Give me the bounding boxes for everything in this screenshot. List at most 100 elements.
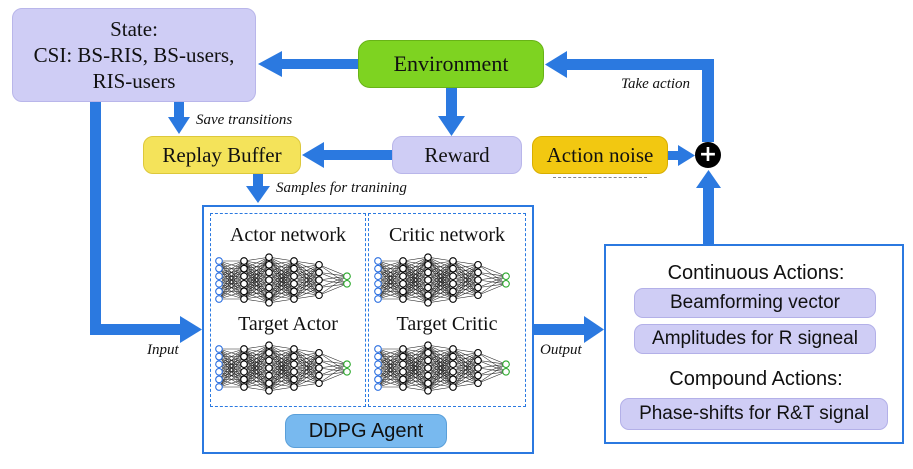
nn-neuron — [374, 375, 382, 384]
nn-neuron — [374, 360, 382, 369]
nn-connection — [452, 375, 479, 388]
nn-neuron — [374, 352, 382, 361]
nn-neuron — [265, 298, 273, 307]
nn-connection — [402, 375, 429, 388]
nn-neuron — [265, 379, 273, 388]
nn-connection — [243, 272, 270, 300]
nn-connection — [452, 367, 479, 388]
continuous-actions-title: Continuous Actions: — [667, 262, 845, 284]
nn-neuron — [343, 360, 351, 369]
nn-neuron — [265, 268, 273, 277]
nn-neuron — [449, 352, 457, 361]
nn-connection — [377, 260, 404, 285]
nn-connection — [293, 352, 320, 380]
nn-neuron — [240, 345, 248, 353]
beamforming-vector-label: Beamforming vector — [669, 292, 840, 313]
nn-connection — [427, 379, 454, 392]
nn-connection — [477, 360, 507, 365]
nn-neuron — [215, 352, 223, 361]
arrow-replay-to-agent-head — [246, 186, 270, 203]
nn-neuron — [399, 279, 407, 288]
nn-neuron — [265, 291, 273, 300]
arrow-noise-to-plus — [668, 151, 680, 160]
amplitudes-label: Amplitudes for R signeal — [652, 328, 858, 349]
nn-neuron — [399, 264, 407, 273]
nn-connection — [243, 344, 270, 350]
nn-neuron — [424, 356, 432, 365]
nn-connection — [293, 264, 320, 285]
nn-connection — [243, 386, 270, 392]
nn-neuron — [399, 295, 407, 303]
nn-connection — [452, 348, 479, 354]
reward-box: Reward — [392, 136, 522, 174]
target-critic-title: Target Critic — [396, 313, 498, 335]
nn-connection — [293, 367, 320, 388]
nn-neuron — [399, 257, 407, 265]
nn-connection — [268, 260, 295, 266]
nn-connection — [377, 348, 404, 388]
nn-connection — [402, 272, 429, 300]
nn-connection — [402, 367, 429, 388]
nn-neuron — [449, 264, 457, 273]
nn-neuron — [290, 287, 298, 296]
nn-connection — [243, 344, 270, 365]
nn-connection — [243, 264, 270, 300]
nn-neuron — [424, 283, 432, 292]
nn-neuron — [343, 272, 351, 281]
nn-connection — [293, 352, 320, 365]
nn-connection — [427, 276, 454, 303]
nn-connection — [243, 257, 270, 300]
state-title: State: — [110, 17, 158, 41]
nn-connection — [427, 348, 454, 369]
nn-neuron — [502, 360, 510, 369]
nn-connection — [293, 348, 320, 354]
arrow-plus-left — [565, 59, 714, 70]
nn-neuron — [374, 264, 382, 273]
nn-connection — [477, 275, 507, 281]
arrow-state-to-replay-head — [168, 117, 190, 134]
nn-neuron — [265, 364, 273, 372]
nn-connection — [402, 256, 429, 269]
actor-panel — [210, 213, 366, 407]
nn-neuron — [424, 341, 432, 350]
nn-neuron — [290, 264, 298, 273]
nn-neuron — [424, 364, 432, 372]
arrow-env-to-reward-head — [438, 116, 465, 136]
nn-connection — [427, 386, 454, 392]
nn-neuron — [265, 276, 273, 284]
nn-connection — [268, 348, 295, 361]
nn-neuron — [424, 268, 432, 277]
nn-connection — [477, 283, 507, 296]
nn-connection — [218, 348, 245, 365]
nn-connection — [268, 348, 295, 384]
nn-connection — [268, 348, 295, 376]
nn-connection — [377, 348, 404, 357]
action-noise-box: Action noise — [532, 136, 668, 174]
nn-connection — [293, 272, 320, 300]
actor-network-title: Actor network — [229, 224, 347, 246]
nn-connection — [243, 367, 270, 388]
nn-connection — [293, 287, 320, 300]
nn-connection — [318, 275, 348, 281]
sum-node-icon: + — [695, 142, 721, 168]
nn-neuron — [474, 268, 482, 277]
nn-connection — [293, 352, 320, 388]
nn-connection — [293, 352, 320, 357]
arrow-noise-to-plus-head — [678, 145, 695, 166]
nn-connection — [377, 275, 404, 300]
nn-connection — [218, 348, 245, 357]
nn-connection — [477, 363, 507, 376]
nn-connection — [402, 256, 429, 277]
nn-connection — [268, 379, 295, 392]
nn-connection — [268, 260, 295, 296]
nn-neuron — [374, 257, 382, 265]
nn-neuron — [343, 367, 351, 376]
nn-neuron — [215, 279, 223, 288]
amplitudes-pill: Amplitudes for R signeal — [634, 324, 876, 354]
nn-connection — [427, 260, 454, 266]
nn-neuron — [265, 348, 273, 357]
nn-connection — [402, 264, 429, 300]
nn-neuron — [424, 386, 432, 395]
nn-neuron — [424, 298, 432, 307]
